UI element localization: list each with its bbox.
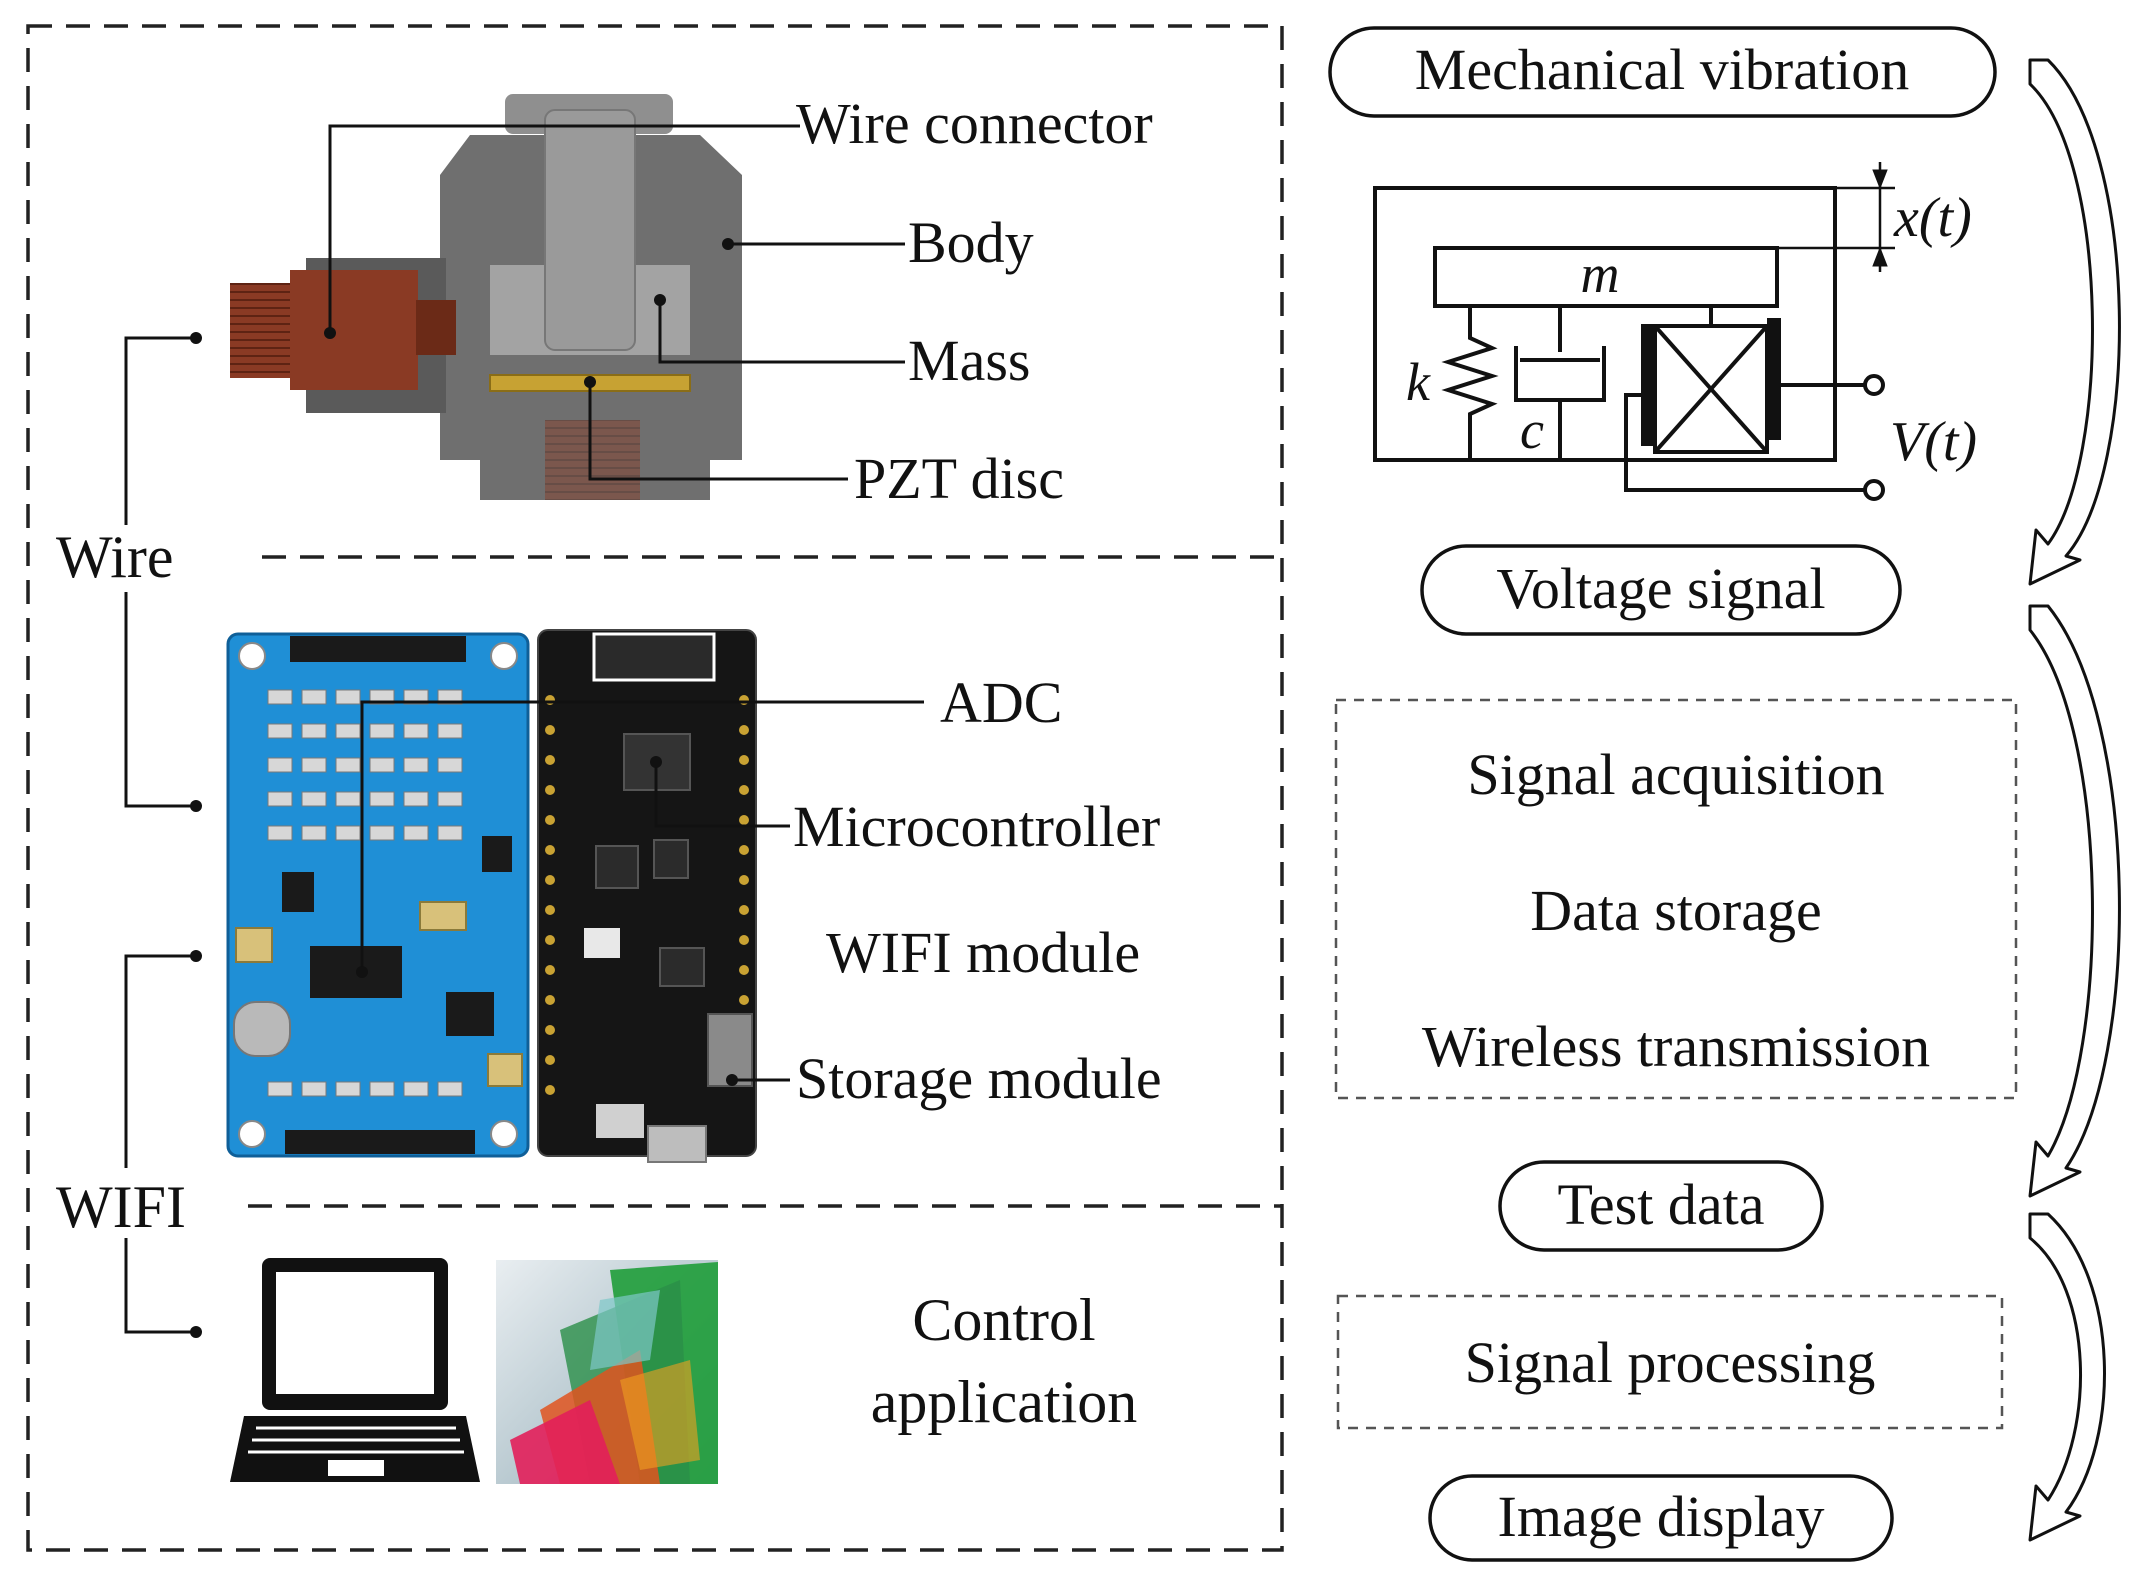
text-test-data: Test data [1558, 1172, 1765, 1237]
pill-mechanical-vibration [1328, 26, 1997, 118]
text-signal-acquisition: Signal acquisition [1467, 742, 1884, 807]
label-body: Body [908, 210, 1034, 275]
sensor-leader-dots [324, 238, 734, 388]
sensor-bottom-thread [545, 420, 640, 500]
board-leader-lines [360, 700, 924, 1082]
model-frame [1373, 186, 1837, 462]
text-mechanical-vibration: Mechanical vibration [1415, 37, 1909, 102]
arrow-vibration-to-voltage [2028, 58, 2121, 586]
laptop-icon [230, 1258, 480, 1482]
label-wire: Wire [56, 524, 174, 590]
text-voltage-signal: Voltage signal [1496, 556, 1825, 621]
pill-voltage-signal [1420, 544, 1902, 636]
label-adc: ADC [940, 670, 1062, 735]
model-label-m: m [1581, 244, 1620, 304]
model-label-c: c [1520, 400, 1544, 460]
box-signal-processing [1336, 1294, 2004, 1430]
wire-connector-neck [416, 300, 456, 355]
sensor-center-bolt [544, 109, 636, 351]
application-logo-icon [496, 1260, 718, 1484]
link-dots [190, 332, 202, 1338]
wire-connector-shape [290, 270, 418, 390]
adc-pin-header-top [290, 636, 466, 662]
adc-board [226, 632, 530, 1158]
model-label-k: k [1406, 352, 1431, 412]
arrow-testdata-to-image [2028, 1212, 2106, 1542]
label-application: application [871, 1369, 1138, 1435]
board-leader-dots [356, 756, 738, 1086]
pill-image-display [1428, 1474, 1894, 1562]
sensor-cross-section [230, 94, 742, 500]
text-signal-processing: Signal processing [1465, 1330, 1876, 1395]
outer-dashed-frame [26, 24, 1284, 1552]
flow-arrows [2028, 58, 2121, 1542]
label-wire-connector: Wire connector [796, 91, 1153, 156]
text-data-storage: Data storage [1530, 878, 1821, 943]
link-lines [124, 336, 196, 1334]
model-damper-cup [1514, 346, 1606, 402]
mcu-board [537, 629, 757, 1163]
storage-slot [707, 1013, 753, 1087]
label-mass: Mass [908, 328, 1030, 393]
label-microcontroller: Microcontroller [793, 794, 1160, 859]
label-pzt-disc: PZT disc [854, 446, 1064, 511]
mechanical-model [1373, 162, 1895, 501]
adc-pin-header-bottom [285, 1130, 475, 1154]
label-storage-module: Storage module [796, 1046, 1162, 1111]
model-label-v: V(t) [1890, 411, 1977, 473]
label-wifi: WIFI [56, 1174, 186, 1240]
text-wireless-transmission: Wireless transmission [1422, 1014, 1930, 1079]
wifi-antenna [592, 632, 716, 682]
model-spring [1441, 306, 1499, 460]
label-control: Control [912, 1287, 1095, 1353]
model-mass-block [1433, 246, 1779, 308]
arrow-voltage-to-testdata [2028, 604, 2121, 1198]
pill-test-data [1498, 1160, 1824, 1252]
sensor-leader-lines [328, 124, 905, 481]
model-lead-lower [1624, 393, 1866, 492]
label-wifi-module: WIFI module [826, 920, 1140, 985]
model-label-x: x(t) [1893, 187, 1972, 249]
text-image-display: Image display [1498, 1484, 1825, 1549]
